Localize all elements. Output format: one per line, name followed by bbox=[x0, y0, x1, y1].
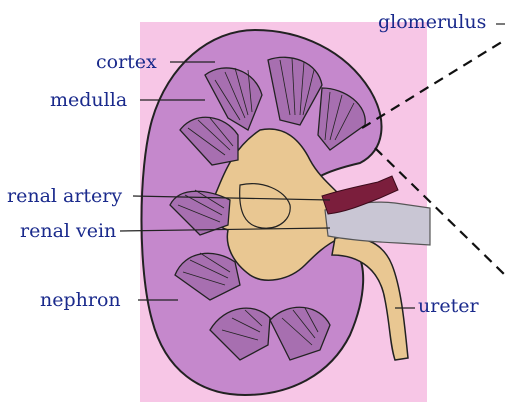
medulla-label: medulla bbox=[50, 91, 127, 110]
renal-artery-label: renal artery bbox=[7, 187, 122, 206]
cortex-label: cortex bbox=[96, 53, 157, 72]
glomerulus-label: glomerulus bbox=[378, 13, 486, 32]
nephron-label: nephron bbox=[40, 291, 121, 310]
renal-vein-label: renal vein bbox=[20, 222, 116, 241]
ureter-label: ureter bbox=[418, 297, 479, 316]
